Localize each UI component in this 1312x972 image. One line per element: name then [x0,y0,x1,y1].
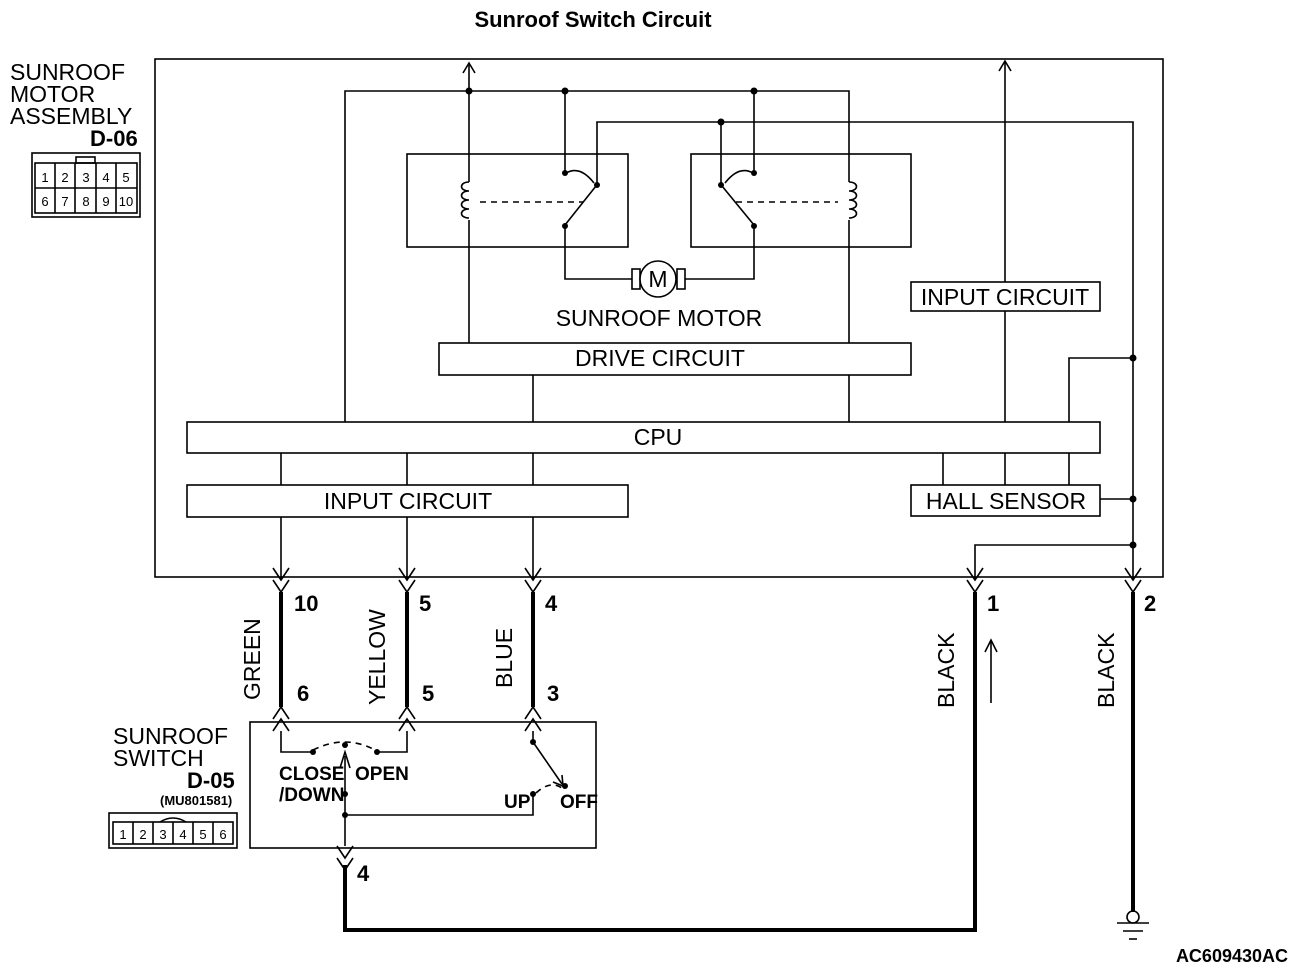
sunroof-motor-label: SUNROOF MOTOR [556,305,763,331]
input-circuit-top-label: INPUT CIRCUIT [921,284,1089,310]
assembly-pin-arrows [272,567,1142,594]
relay-right [690,153,912,248]
assembly-pin-10: 10 [294,591,318,616]
switch-pin-3: 3 [547,681,559,706]
input-circuit-bottom-block: INPUT CIRCUIT [186,484,629,518]
d06-pin-10: 10 [119,194,133,209]
d06-pin-2: 2 [61,170,68,185]
switch-pos-up: UP [504,792,531,813]
motor-assembly-label-line3: ASSEMBLY [10,103,132,129]
relay-left [406,153,629,248]
wire-color-blue: BLUE [491,628,517,688]
switch-pin-arrows [272,705,542,872]
cpu-block: CPU [186,421,1101,454]
drive-circuit-label: DRIVE CIRCUIT [575,345,745,371]
assembly-pin-5: 5 [419,591,431,616]
d06-pin-9: 9 [102,194,109,209]
motor-symbol: M [648,266,667,292]
switch-pos-down: /DOWN [279,785,344,806]
d05-pin-4: 4 [179,827,186,842]
d06-pin-6: 6 [41,194,48,209]
d06-pin-5: 5 [122,170,129,185]
d06-pin-8: 8 [82,194,89,209]
d05-connector-icon: 1 2 3 4 5 6 [108,812,238,849]
input-circuit-top-block: INPUT CIRCUIT [910,281,1101,312]
motor-assembly-label: SUNROOF MOTOR ASSEMBLY D-06 [10,59,138,151]
wire-color-yellow: YELLOW [364,609,390,705]
d06-pin-4: 4 [102,170,109,185]
hall-sensor-block: HALL SENSOR [910,484,1101,517]
d05-pin-3: 3 [159,827,166,842]
d05-pin-6: 6 [219,827,226,842]
motor-assembly-label-line1: SUNROOF [10,59,125,85]
wire-color-black-1: BLACK [933,632,959,708]
sunroof-switch-connector-id: D-05 [187,768,235,793]
ground-icon [1117,910,1149,940]
cpu-label: CPU [634,424,683,450]
diagram-title: Sunroof Switch Circuit [474,7,712,32]
d06-connector-icon: 1 2 3 4 5 6 7 8 9 10 [31,152,141,218]
sunroof-switch-box [249,721,597,849]
d05-pin-5: 5 [199,827,206,842]
switch-internal-wiring [280,731,568,846]
motor-assembly-box [154,58,1164,578]
sunroof-switch-part-number: (MU801581) [160,793,232,808]
assembly-pin-1: 1 [987,591,999,616]
sunroof-motor: M [631,260,686,298]
switch-pos-off: OFF [560,792,598,813]
wire-color-green: GREEN [239,618,265,700]
d05-pin-1: 1 [119,827,126,842]
switch-pin-6: 6 [297,681,309,706]
assembly-pin-4: 4 [545,591,558,616]
hall-sensor-label: HALL SENSOR [926,488,1086,514]
d06-pin-1: 1 [41,170,48,185]
d06-pin-3: 3 [82,170,89,185]
sunroof-switch-label-line1: SUNROOF [113,723,228,749]
d05-pin-2: 2 [139,827,146,842]
switch-pos-open: OPEN [355,764,409,785]
current-flow-arrow-icon [984,638,998,703]
wire-color-black-2: BLACK [1093,632,1119,708]
sunroof-switch-label-line2: SWITCH [113,745,204,771]
assembly-pin-2: 2 [1144,591,1156,616]
motor-assembly-label-line2: MOTOR [10,81,95,107]
input-circuit-bottom-label: INPUT CIRCUIT [324,488,492,514]
sunroof-switch-label: SUNROOF SWITCH D-05 (MU801581) [113,723,235,808]
motor-assembly-connector-id: D-06 [90,126,138,151]
switch-ground-pin-4: 4 [357,861,370,886]
harness-wires [279,592,1135,932]
drive-circuit-block: DRIVE CIRCUIT [438,342,912,376]
switch-pin-5: 5 [422,681,434,706]
figure-code: AC609430AC [1176,946,1288,966]
d06-pin-7: 7 [61,194,68,209]
switch-pos-close: CLOSE [279,764,344,785]
